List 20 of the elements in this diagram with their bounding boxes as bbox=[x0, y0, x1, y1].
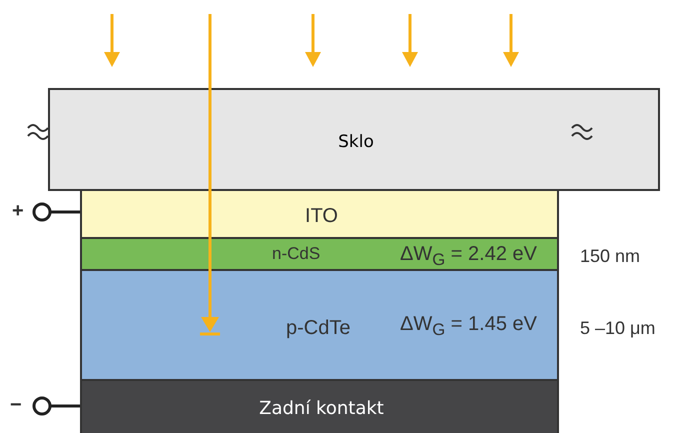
band-gap-label: ΔW$_{G}$ = 2.42 eV bbox=[400, 243, 537, 270]
polarity-sign: + bbox=[12, 200, 24, 223]
layer-label: p-CdTe bbox=[286, 317, 350, 340]
glass-layer bbox=[48, 88, 660, 191]
polarity-sign: − bbox=[10, 394, 22, 417]
wire bbox=[50, 210, 80, 214]
layer-label: Sklo bbox=[337, 132, 375, 152]
terminal-circle bbox=[32, 396, 52, 416]
cds-layer bbox=[80, 237, 559, 271]
terminal-circle bbox=[32, 202, 52, 222]
band-gap-label: ΔW$_{G}$ = 1.45 eV bbox=[400, 313, 537, 340]
layer-label: ITO bbox=[304, 205, 339, 228]
layer-label: Zadní kontakt bbox=[258, 398, 385, 419]
ito-layer bbox=[80, 189, 559, 239]
thickness-label: 150 nm bbox=[580, 246, 640, 267]
layer-label: n-CdS bbox=[272, 244, 320, 264]
back-contact-layer bbox=[80, 379, 559, 433]
cdte-layer bbox=[80, 269, 559, 381]
wire bbox=[50, 404, 80, 408]
thickness-label: 5 –10 μm bbox=[580, 318, 656, 339]
